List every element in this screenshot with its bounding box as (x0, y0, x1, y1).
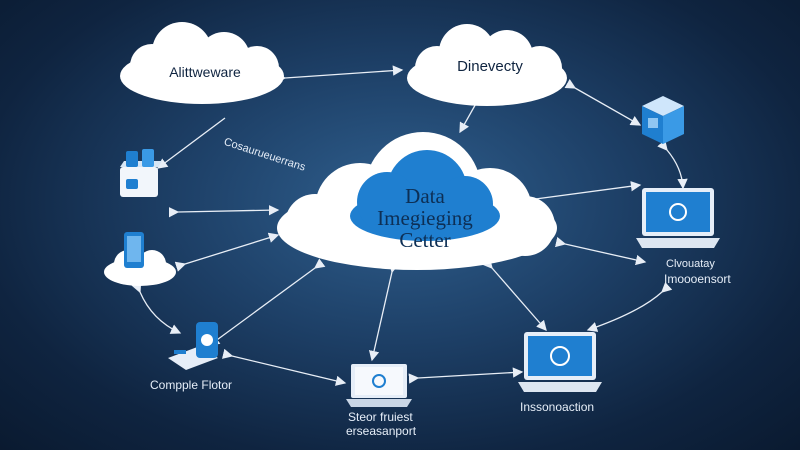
cube-icon (642, 96, 684, 144)
arrow-phone-cloud-to-phone (131, 281, 182, 334)
laptop-center-caption-2: erseasanport (346, 424, 417, 438)
phone-label: Compple Flotor (150, 378, 233, 392)
server-box-icon (120, 149, 162, 197)
cloud-left (120, 22, 284, 104)
center-cloud-text: Data Imegieging Cetter (355, 185, 495, 251)
center-cloud-line2: Imegieging (377, 206, 473, 231)
cloud-right (407, 24, 567, 106)
arrow-box-to-center (168, 204, 280, 218)
arrow-phone-cloud-to-center (174, 232, 280, 272)
arrow-center-to-laptop-right (518, 181, 642, 207)
center-cloud-line3: Cetter (399, 228, 451, 253)
mobile-cloud-icon (104, 232, 176, 286)
cloud-center (277, 132, 557, 270)
arrow-center-to-laptop-center (368, 261, 400, 362)
cloud-left-label: Alittweware (169, 64, 241, 80)
center-cloud-line1: Data (405, 184, 445, 208)
laptop-right-caption-2: Imoooensort (664, 272, 731, 286)
laptop-center-icon (346, 364, 412, 407)
laptop-bottom-icon (518, 332, 602, 392)
arrow-center-to-right-caption (554, 236, 647, 266)
arrow-center-to-phone (208, 258, 326, 346)
laptop-bottom-caption: Inssonoaction (520, 400, 595, 414)
cloud-right-label: Dinevecty (457, 58, 523, 75)
arrow-right-caption-to-laptop-bottom (586, 282, 673, 332)
arrow-center-to-laptop-bottom (482, 257, 547, 331)
arrow-right-cloud-to-box (564, 78, 642, 126)
arrow-left-cloud-to-right-cloud (275, 65, 404, 84)
phone-icon (168, 322, 218, 370)
laptop-right-icon (636, 188, 720, 248)
arrow-laptop-center-to-laptop-bottom (408, 367, 524, 384)
arrow-phone-to-laptop-center (221, 348, 347, 386)
laptop-right-caption-1: Clvouatay (666, 258, 715, 270)
arrow-box-to-laptop-right (657, 139, 688, 190)
arrow-left-cloud-to-box (156, 117, 226, 169)
laptop-center-caption-1: Steor fruiest (348, 410, 413, 424)
